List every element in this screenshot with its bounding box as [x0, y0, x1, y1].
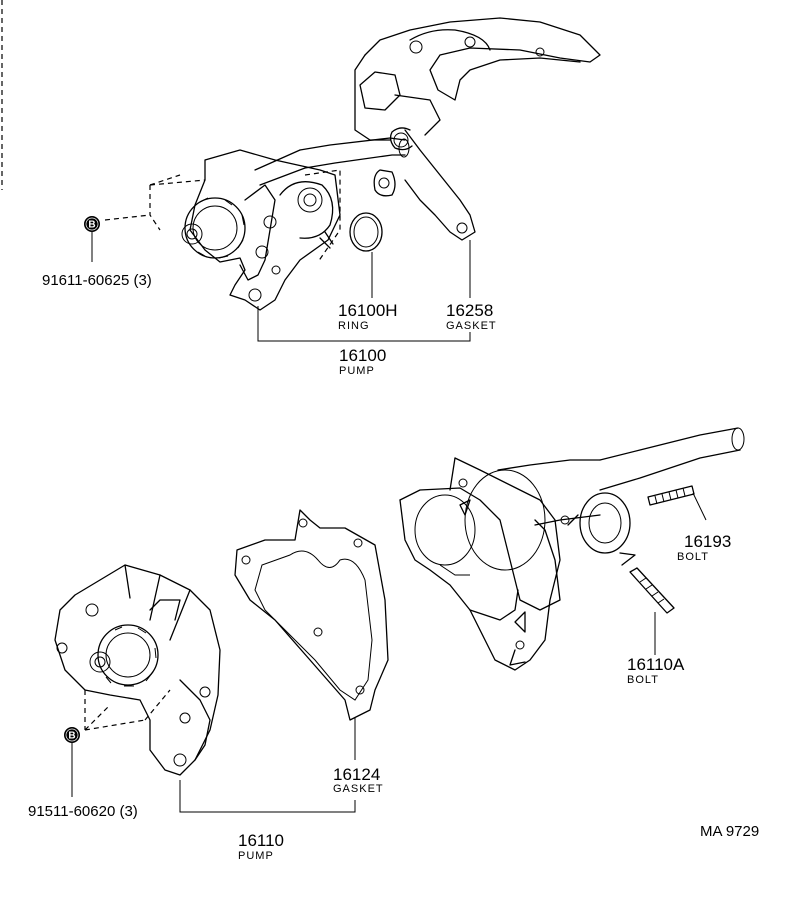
- lower-pump-part-number: 16110: [238, 831, 284, 850]
- upper-bolt-callout: B 91611-60625 (3): [42, 216, 152, 289]
- upper-ring-label: 16100H RING: [338, 301, 398, 332]
- lower-bolt-callout: B 91511-60620 (3): [28, 727, 138, 820]
- bolt-symbol-letter-lower: B: [68, 731, 75, 742]
- lower-gasket-part-number: 16124: [333, 765, 380, 784]
- lower-pump-label: 16110 PUMP: [238, 831, 284, 862]
- upper-gasket-part-name: GASKET: [446, 320, 497, 332]
- lower-bolt-part-number: 91511-60620 (3): [28, 803, 138, 820]
- engine-block-outline: [354, 17, 601, 241]
- bolt-16110a-part-name: BOLT: [627, 674, 659, 686]
- water-inlet-pipe-upper: [254, 137, 410, 186]
- lower-bolt-16110a: [629, 567, 675, 655]
- upper-pump-label: 16100 PUMP: [339, 346, 386, 377]
- bolt-16193-part-number: 16193: [684, 532, 731, 551]
- lower-leader-lines: [71, 742, 356, 813]
- bolt-16110a-label: 16110A BOLT: [627, 655, 685, 686]
- diagram-code: MA 9729: [700, 823, 759, 840]
- lower-gasket-label: 16124 GASKET: [333, 765, 384, 795]
- ring-part-number: 16100H: [338, 301, 398, 320]
- lower-pump-part-name: PUMP: [238, 850, 274, 862]
- lower-water-inlet-housing: [399, 427, 745, 671]
- bolt-16193-label: 16193 BOLT: [677, 532, 731, 563]
- bolt-16110a-part-number: 16110A: [627, 655, 685, 674]
- bolt-symbol-b-lower: [64, 727, 80, 743]
- lower-water-pump: [54, 564, 221, 776]
- lower-gasket-part-name: GASKET: [333, 783, 384, 795]
- upper-water-pump: [104, 149, 341, 311]
- bolt-symbol-b-upper: [84, 216, 100, 232]
- bolt-symbol-letter-upper: B: [88, 220, 95, 231]
- lower-gasket-16124: [234, 509, 389, 760]
- upper-pump-part-number: 16100: [339, 346, 386, 365]
- upper-gasket-part-number: 16258: [446, 301, 493, 320]
- upper-pump-part-name: PUMP: [339, 365, 375, 377]
- upper-ring-o-ring: [349, 212, 383, 252]
- upper-leader-lines: [91, 232, 471, 342]
- bolt-16193-part-name: BOLT: [677, 551, 709, 563]
- upper-gasket-label: 16258 GASKET: [446, 301, 497, 332]
- ring-part-name: RING: [338, 320, 370, 332]
- upper-bolt-part-number: 91611-60625 (3): [42, 272, 152, 289]
- lower-bolt-16193: [647, 485, 707, 521]
